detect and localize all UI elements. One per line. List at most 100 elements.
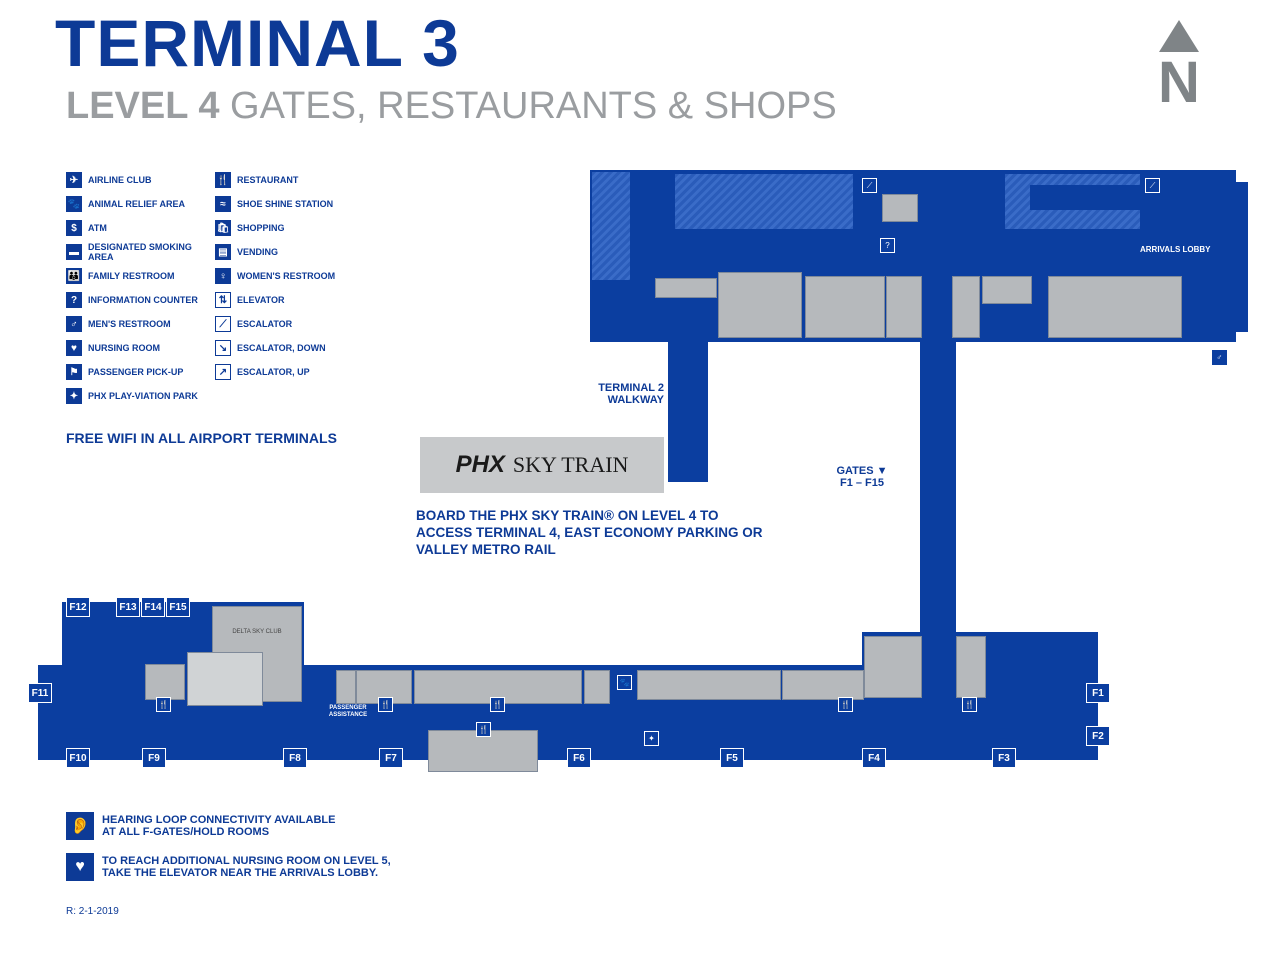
escalator-icon[interactable]: ⟋ bbox=[862, 178, 877, 193]
gate-f3[interactable]: F3 bbox=[992, 748, 1016, 768]
restaurant-space bbox=[956, 636, 986, 698]
legend-item: ✈AIRLINE CLUB bbox=[66, 168, 211, 192]
page-subtitle: LEVEL 4 GATES, RESTAURANTS & SHOPS bbox=[66, 86, 837, 126]
legend-label: ESCALATOR, UP bbox=[237, 367, 310, 377]
legend-item: ↘ ESCALATOR, DOWN bbox=[215, 336, 360, 360]
page-title: TERMINAL 3 bbox=[55, 6, 460, 80]
legend-item: ⇅ELEVATOR bbox=[215, 288, 360, 312]
hearing-loop-note: 👂 HEARING LOOP CONNECTIVITY AVAILABLE AT… bbox=[66, 812, 342, 840]
gate-f7[interactable]: F7 bbox=[379, 748, 403, 768]
atm-icon: $ bbox=[66, 220, 82, 236]
hall-area bbox=[1030, 185, 1140, 210]
gate-f13[interactable]: F13 bbox=[116, 597, 140, 617]
legend-label: WOMEN'S RESTROOM bbox=[237, 271, 336, 281]
shop-space bbox=[864, 636, 922, 698]
shop-space bbox=[886, 276, 922, 338]
legend-item: ≈ SHOE SHINE STATION bbox=[215, 192, 360, 216]
gate-f15[interactable]: F15 bbox=[166, 597, 190, 617]
shop-space bbox=[805, 276, 885, 338]
smoking-icon: ▬ bbox=[66, 244, 82, 260]
arrivals-lobby-label: ARRIVALS LOBBY bbox=[1140, 245, 1211, 254]
terminal-2-walkway-label: TERMINAL 2 WALKWAY bbox=[598, 382, 664, 406]
mens-restroom-icon: ♂ bbox=[66, 316, 82, 332]
gates-connector-corridor bbox=[920, 340, 956, 640]
legend-label: SHOPPING bbox=[237, 223, 285, 233]
legend-label: SHOE SHINE STATION bbox=[237, 199, 334, 209]
escalator-icon: ⟋ bbox=[215, 316, 231, 332]
legend-label: ATM bbox=[88, 223, 107, 233]
revision-date: R: 2-1-2019 bbox=[66, 906, 119, 917]
delta-sky-club-label: DELTA SKY CLUB bbox=[232, 629, 282, 635]
nursing-room-icon: ♥ bbox=[66, 853, 94, 881]
restaurant-icon[interactable]: 🍴 bbox=[378, 697, 393, 712]
legend-item: ♀ WOMEN'S RESTROOM bbox=[215, 264, 360, 288]
legend-item: ? INFORMATION COUNTER bbox=[66, 288, 211, 312]
restaurant-icon[interactable]: 🍴 bbox=[962, 697, 977, 712]
north-arrow: N bbox=[1155, 20, 1203, 114]
shop-space bbox=[655, 278, 717, 298]
shop-space bbox=[584, 670, 610, 704]
restricted-area bbox=[675, 174, 853, 229]
legend-item: ⚑PASSENGER PICK-UP bbox=[66, 360, 211, 384]
shop-space bbox=[982, 276, 1032, 304]
legend-label: PASSENGER PICK-UP bbox=[88, 367, 184, 377]
elevator-icon: ⇅ bbox=[215, 292, 231, 308]
legend-item: ✦PHX PLAY-VIATION PARK bbox=[66, 384, 211, 408]
restaurant-space bbox=[1048, 276, 1182, 338]
restaurant-icon[interactable]: 🍴 bbox=[156, 697, 171, 712]
family-restroom-icon: 👪 bbox=[66, 268, 82, 284]
shopping-icon: 🛍 bbox=[215, 220, 231, 236]
legend-item: 🍴RESTAURANT bbox=[215, 168, 360, 192]
gate-f8[interactable]: F8 bbox=[283, 748, 307, 768]
gate-f9[interactable]: F9 bbox=[142, 748, 166, 768]
gate-f12[interactable]: F12 bbox=[66, 597, 90, 617]
gate-f5[interactable]: F5 bbox=[720, 748, 744, 768]
legend-label: DESIGNATED SMOKING AREA bbox=[88, 242, 192, 262]
airline-club-icon: ✈ bbox=[66, 172, 82, 188]
vending-icon: ▤ bbox=[215, 244, 231, 260]
info-icon[interactable]: ? bbox=[880, 238, 895, 253]
legend-column-2: 🍴RESTAURANT ≈ SHOE SHINE STATION 🛍 SHOPPING ▤… bbox=[215, 168, 360, 384]
shop-space bbox=[637, 670, 781, 700]
escalator-up-icon: ↗ bbox=[215, 364, 231, 380]
legend-item: ▤ VENDING bbox=[215, 240, 360, 264]
gate-f14[interactable]: F14 bbox=[141, 597, 165, 617]
legend-label: VENDING bbox=[237, 247, 279, 257]
womens-restroom-icon: ♀ bbox=[215, 268, 231, 284]
restaurant-space bbox=[428, 730, 538, 772]
gate-f10[interactable]: F10 bbox=[66, 748, 90, 768]
restaurant-icon: 🍴 bbox=[215, 172, 231, 188]
legend-item: ♥NURSING ROOM bbox=[66, 336, 211, 360]
paw-icon: 🐾 bbox=[66, 196, 82, 212]
restaurant-space bbox=[145, 664, 185, 700]
gate-f11[interactable]: F11 bbox=[28, 683, 52, 703]
gates-direction-label: GATES ▼ F1 – F15 bbox=[836, 465, 888, 489]
escalator-icon[interactable]: ⟋ bbox=[1145, 178, 1160, 193]
restaurant-icon[interactable]: 🍴 bbox=[476, 722, 491, 737]
legend-item: ♂MEN'S RESTROOM bbox=[66, 312, 211, 336]
info-icon: ? bbox=[66, 292, 82, 308]
legend-item: 🛍 SHOPPING bbox=[215, 216, 360, 240]
north-label: N bbox=[1158, 50, 1200, 115]
legend-item: 🐾ANIMAL RELIEF AREA bbox=[66, 192, 211, 216]
gate-f2[interactable]: F2 bbox=[1086, 726, 1110, 746]
paw-icon[interactable]: 🐾 bbox=[617, 675, 632, 690]
restaurant-icon[interactable]: 🍴 bbox=[490, 697, 505, 712]
restaurant-icon[interactable]: 🍴 bbox=[838, 697, 853, 712]
legend-label: ESCALATOR, DOWN bbox=[237, 343, 326, 353]
gate-f6[interactable]: F6 bbox=[567, 748, 591, 768]
nursing-room-text: TO REACH ADDITIONAL NURSING ROOM ON LEVE… bbox=[102, 855, 391, 879]
restricted-area bbox=[592, 172, 630, 280]
shoe-shine-icon: ≈ bbox=[215, 196, 231, 212]
restroom-icon[interactable]: ♂ bbox=[1212, 350, 1227, 365]
legend-item: ↗ ESCALATOR, UP bbox=[215, 360, 360, 384]
shop-space bbox=[952, 276, 980, 338]
legend-item: ⟋ESCALATOR bbox=[215, 312, 360, 336]
gate-f1[interactable]: F1 bbox=[1086, 683, 1110, 703]
legend-label: INFORMATION COUNTER bbox=[88, 295, 198, 305]
playground-icon[interactable]: ✦ bbox=[644, 731, 659, 746]
legend-label: NURSING ROOM bbox=[88, 343, 160, 353]
arrivals-wing bbox=[1200, 182, 1248, 332]
escalator-down-icon: ↘ bbox=[215, 340, 231, 356]
gate-f4[interactable]: F4 bbox=[862, 748, 886, 768]
